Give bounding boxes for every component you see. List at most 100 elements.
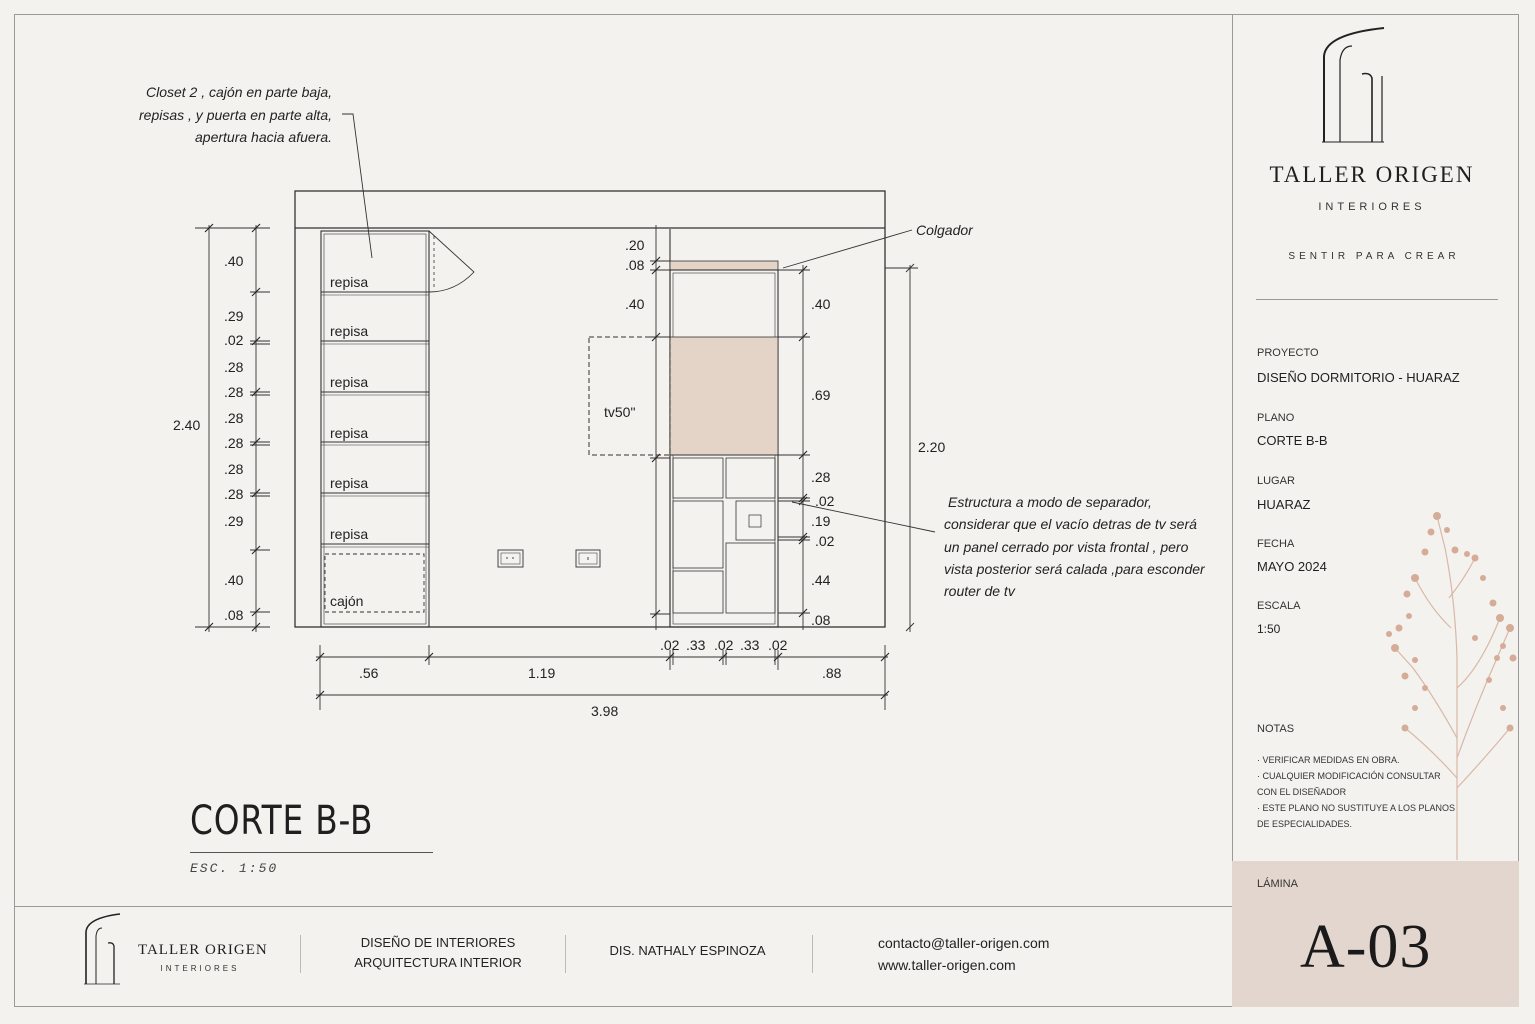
dim-value: .29 [224, 513, 244, 529]
room-outline [294, 190, 886, 628]
footer-services: DISEÑO DE INTERIORES ARQUITECTURA INTERI… [338, 933, 538, 973]
field-value-lugar: HUARAZ [1257, 497, 1311, 512]
dim-value: .28 [224, 384, 244, 400]
field-label-escala: ESCALA [1257, 600, 1301, 612]
dim-value: .28 [811, 469, 831, 485]
dim-value: .08 [224, 607, 244, 623]
dim-value: .28 [224, 410, 244, 426]
bottom-dimension-lines [316, 645, 888, 710]
tv-separator [669, 229, 779, 628]
shelf-label: repisa [330, 475, 368, 491]
dim-value: .02 [815, 493, 835, 509]
right-dimension-line [885, 263, 918, 632]
note-line: apertura hacia afuera. [195, 129, 332, 145]
footer-service: ARQUITECTURA INTERIOR [354, 955, 522, 970]
title-underline [190, 852, 433, 853]
footer-service: DISEÑO DE INTERIORES [360, 935, 516, 950]
shelf-label: repisa [330, 425, 368, 441]
note-line: un panel cerrado por vista frontal , per… [944, 539, 1189, 555]
dim-total-left: 2.40 [173, 417, 200, 433]
field-label-lugar: LUGAR [1257, 475, 1295, 487]
tv-outline [588, 336, 671, 456]
mid-right-ticks [798, 265, 808, 618]
dim-value: 1.19 [528, 665, 555, 681]
shelf-label: repisa [330, 374, 368, 390]
dim-value: .44 [811, 572, 831, 588]
dim-value: .28 [224, 435, 244, 451]
dim-value: .08 [625, 257, 645, 273]
footer-divider [14, 906, 1232, 907]
tv-label: tv50" [604, 404, 635, 420]
notes-list: · VERIFICAR MEDIDAS EN OBRA. · CUALQUIER… [1257, 752, 1457, 832]
dim-value: .02 [815, 533, 835, 549]
left-dimension-lines [195, 225, 270, 632]
note-closet: Closet 2 , cajón en parte baja, repisas … [139, 84, 332, 145]
dim-value: .33 [686, 637, 706, 653]
note-item: · CUALQUIER MODIFICACIÓN CONSULTAR [1257, 771, 1441, 781]
note-item: · ESTE PLANO NO SUSTITUYE A LOS PLANOS [1257, 803, 1456, 813]
dim-value: .28 [224, 461, 244, 477]
branch-illustration-icon [1386, 512, 1517, 860]
closet-2 [320, 230, 475, 628]
footer-brand-subtitle: INTERIORES [160, 964, 240, 973]
shelf-labels: repisa repisa repisa repisa repisa repis… [330, 274, 368, 609]
footer-email[interactable]: contacto@taller-origen.com [878, 935, 1050, 951]
brand-name: TALLER ORIGEN [1269, 162, 1475, 187]
dim-value: .02 [714, 637, 734, 653]
sheet-frame [14, 14, 1519, 1007]
left-dimension-ticks [204, 223, 261, 632]
shelf-label: repisa [330, 323, 368, 339]
dim-value: .33 [740, 637, 760, 653]
dim-value: .88 [822, 665, 842, 681]
section-drawing: repisa repisa repisa repisa repisa repis… [139, 84, 1206, 719]
mid-left-ticks [651, 256, 661, 619]
field-label-proyecto: PROYECTO [1257, 347, 1319, 359]
footer-designer: DIS. NATHALY ESPINOZA [609, 943, 766, 958]
dim-value: .69 [811, 387, 831, 403]
dim-value: .56 [359, 665, 379, 681]
note-estructura: Estructura a modo de separador, consider… [944, 494, 1206, 599]
footer-separator [812, 935, 813, 973]
field-value-fecha: MAYO 2024 [1257, 559, 1327, 574]
note-line: router de tv [944, 583, 1016, 599]
sheet-number: A-03 [1300, 913, 1432, 981]
note-line: vista posterior será calada ,para escond… [944, 561, 1206, 577]
dim-value: .28 [224, 486, 244, 502]
dim-value: .02 [224, 332, 244, 348]
bottom-dimension-ticks [315, 652, 890, 700]
dim-total-right: 2.20 [918, 439, 945, 455]
field-value-plano: CORTE B-B [1257, 433, 1328, 448]
dim-value: .08 [811, 612, 831, 628]
field-label-fecha: FECHA [1257, 538, 1295, 550]
drawing-title: CORTE B-B [190, 798, 374, 844]
notes-label: NOTAS [1257, 723, 1295, 735]
sheet-number-box [1232, 861, 1519, 1007]
note-item: · VERIFICAR MEDIDAS EN OBRA. [1257, 755, 1400, 765]
note-item: CON EL DISEÑADOR [1257, 787, 1347, 797]
dim-value: .28 [224, 359, 244, 375]
dim-value: .20 [625, 237, 645, 253]
dim-value: .40 [224, 572, 244, 588]
shelf-label: repisa [330, 274, 368, 290]
leader-lines [342, 113, 936, 533]
note-colgador: Colgador [916, 222, 974, 238]
field-value-proyecto: DISEÑO DORMITORIO - HUARAZ [1257, 370, 1460, 385]
sheet-label: LÁMINA [1257, 878, 1298, 890]
footer-website[interactable]: www.taller-origen.com [878, 957, 1016, 973]
dim-value: .40 [811, 296, 831, 312]
dim-value: .29 [224, 308, 244, 324]
panel-separator [1256, 299, 1498, 300]
dim-value: .02 [768, 637, 788, 653]
note-line: repisas , y puerta en parte alta, [139, 107, 332, 123]
mid-left-dimension-lines [650, 225, 670, 630]
footer-brand-name: TALLER ORIGEN [138, 942, 268, 958]
field-label-plano: PLANO [1257, 412, 1295, 424]
dim-value: .19 [811, 513, 831, 529]
dim-value: .02 [660, 637, 680, 653]
brand-tagline: SENTIR PARA CREAR [1288, 251, 1460, 262]
brand-subtitle: INTERIORES [1318, 201, 1426, 213]
footer-separator [565, 935, 566, 973]
note-line: considerar que el vacío detras de tv ser… [944, 516, 1197, 532]
drawing-scale: ESC. 1:50 [190, 861, 279, 876]
note-item: DE ESPECIALIDADES. [1257, 819, 1353, 829]
